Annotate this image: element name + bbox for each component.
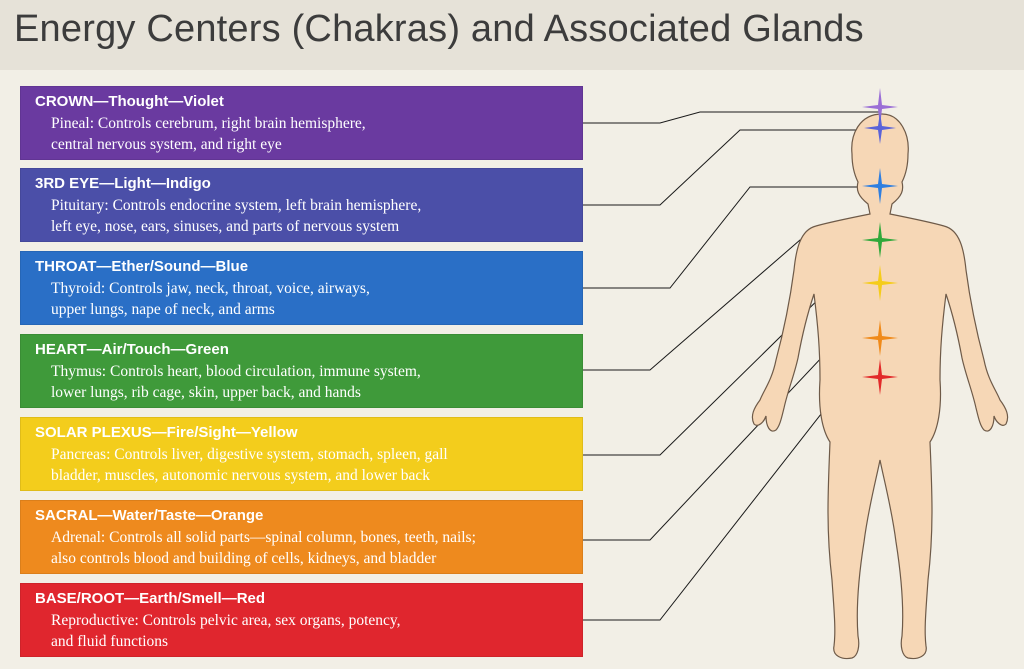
chakra-description-line: also controls blood and building of cell… — [51, 550, 437, 567]
leader-line-third-eye — [583, 129, 880, 206]
page-title: Energy Centers (Chakras) and Associated … — [14, 8, 864, 50]
chakra-heading: SOLAR PLEXUS—Fire/Sight—Yellow — [35, 424, 298, 441]
chakra-description-line: lower lungs, rib cage, skin, upper back,… — [51, 384, 361, 401]
crown-star-icon — [862, 88, 898, 126]
chakra-description-line: left eye, nose, ears, sinuses, and parts… — [51, 218, 400, 235]
chakra-heading: BASE/ROOT—Earth/Smell—Red — [35, 590, 266, 607]
chakra-description-line: Reproductive: Controls pelvic area, sex … — [51, 612, 401, 629]
chakra-description-line: upper lungs, nape of neck, and arms — [51, 301, 275, 318]
chakra-description-line: Pineal: Controls cerebrum, right brain h… — [51, 115, 366, 132]
chakra-box-sacral: SACRAL—Water/Taste—Orange Adrenal: Contr… — [20, 500, 583, 574]
chakra-box-crown: CROWN—Thought—Violet Pineal: Controls ce… — [20, 86, 583, 160]
chakra-box-throat: THROAT—Ether/Sound—Blue Thyroid: Control… — [20, 251, 583, 325]
chakra-box-solar-plexus: SOLAR PLEXUS—Fire/Sight—Yellow Pancreas:… — [20, 417, 583, 491]
chakra-heading: CROWN—Thought—Violet — [35, 93, 224, 110]
leader-line-throat — [583, 186, 880, 289]
chakra-heading: HEART—Air/Touch—Green — [35, 341, 229, 358]
chakra-heading: 3RD EYE—Light—Indigo — [35, 175, 211, 192]
sacral-star-icon — [862, 320, 898, 356]
heart-star-icon — [862, 222, 898, 258]
throat-star-icon — [862, 168, 898, 204]
chakra-description-line: Thyroid: Controls jaw, neck, throat, voi… — [51, 280, 370, 297]
leader-line-crown — [583, 111, 880, 124]
chakra-description-line: Adrenal: Controls all solid parts—spinal… — [51, 529, 476, 546]
chakra-description-line: and fluid functions — [51, 633, 169, 650]
chakra-heading: THROAT—Ether/Sound—Blue — [35, 258, 249, 275]
chakra-box-heart: HEART—Air/Touch—Green Thymus: Controls h… — [20, 334, 583, 408]
chakra-description-line: central nervous system, and right eye — [51, 136, 282, 153]
chakra-description-line: bladder, muscles, autonomic nervous syst… — [51, 467, 431, 484]
chakra-box-base: BASE/ROOT—Earth/Smell—Red Reproductive: … — [20, 583, 583, 657]
chakra-description-line: Pancreas: Controls liver, digestive syst… — [51, 446, 448, 463]
chakra-description-line: Pituitary: Controls endocrine system, le… — [51, 197, 422, 214]
third-eye-star-icon — [864, 112, 896, 144]
chakra-heading: SACRAL—Water/Taste—Orange — [35, 507, 264, 524]
base-star-icon — [862, 359, 898, 395]
solar-plexus-star-icon — [862, 265, 898, 301]
chakra-description-line: Thymus: Controls heart, blood circulatio… — [51, 363, 421, 380]
title-bar: Energy Centers (Chakras) and Associated … — [0, 0, 1024, 70]
chakra-box-third-eye: 3RD EYE—Light—Indigo Pituitary: Controls… — [20, 168, 583, 242]
